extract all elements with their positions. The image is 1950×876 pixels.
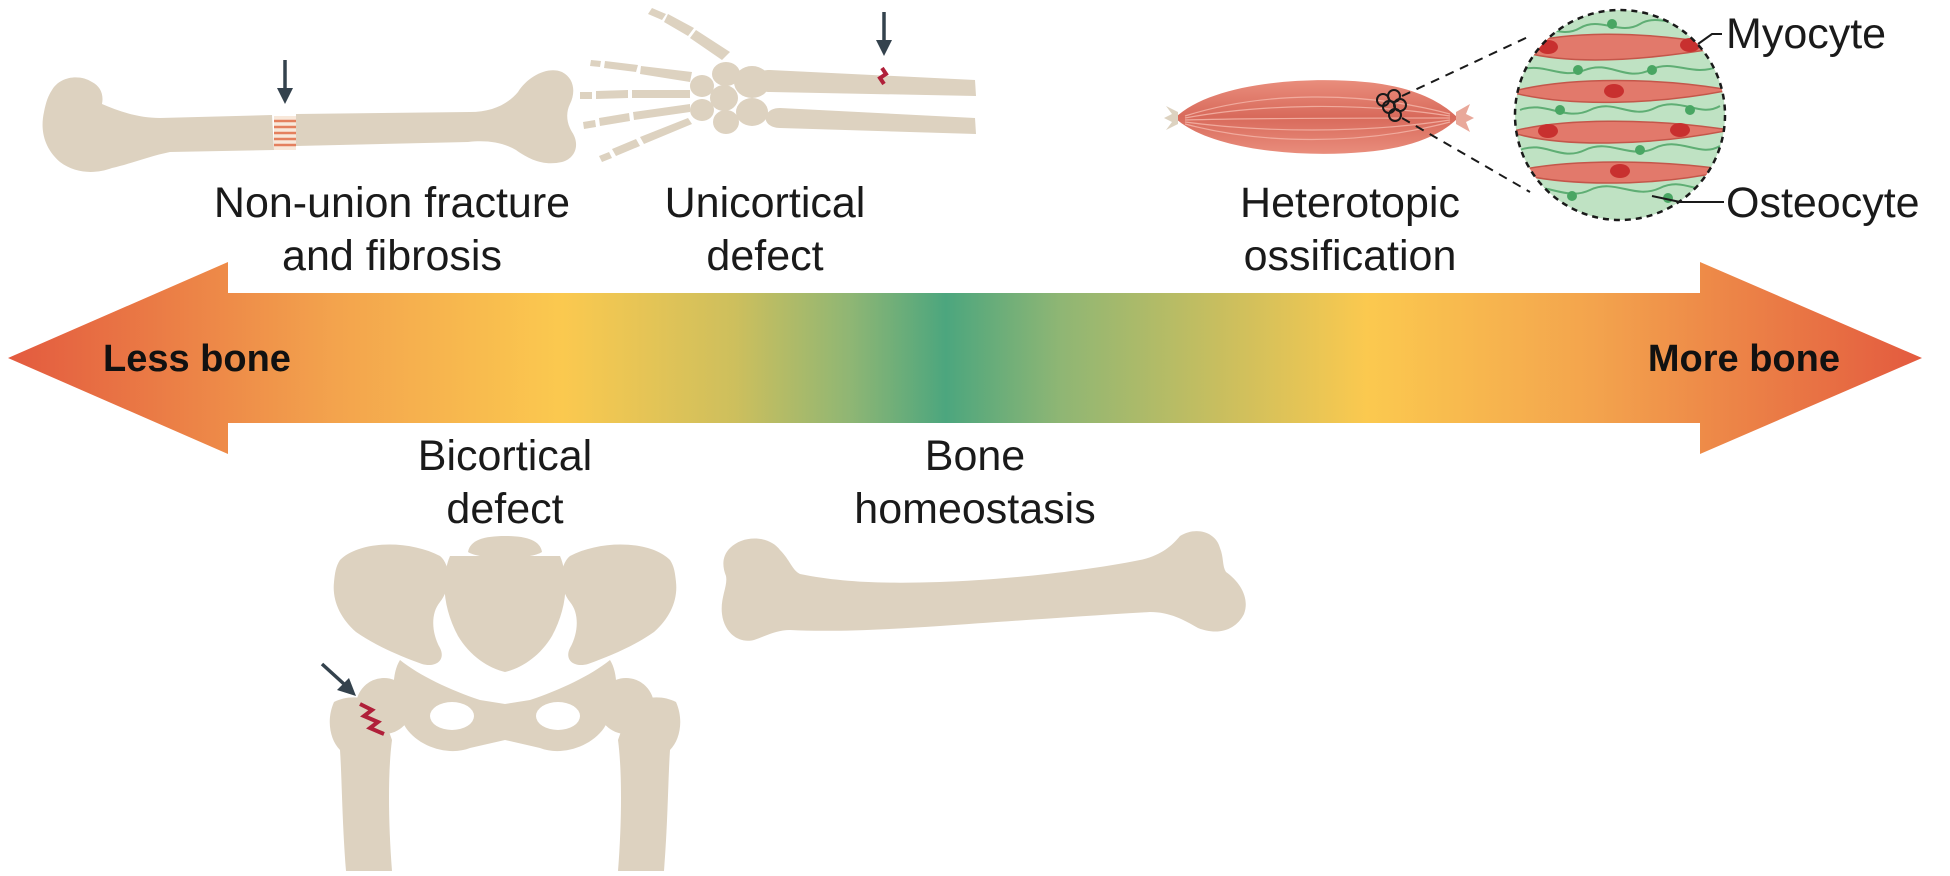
left-obturator-foramen bbox=[430, 702, 474, 730]
homeostasis-label-line2: homeostasis bbox=[854, 485, 1095, 533]
more-bone-label: More bone bbox=[1648, 338, 1840, 380]
bicortical-pointer-arrow bbox=[320, 662, 356, 696]
hand-forearm-illustration bbox=[580, 8, 976, 162]
myocyte-label: Myocyte bbox=[1726, 10, 1886, 58]
bicortical-label-line2: defect bbox=[446, 485, 563, 533]
muscle-tendon-left bbox=[1164, 106, 1178, 130]
myocyte-cells bbox=[1515, 33, 1725, 184]
fracture-pointer-arrow bbox=[277, 60, 293, 104]
zoom-line-bottom bbox=[1401, 117, 1531, 193]
right-obturator-foramen bbox=[536, 702, 580, 730]
muscle-belly bbox=[1175, 80, 1458, 154]
radius-bone bbox=[753, 70, 976, 96]
fracture-gap bbox=[274, 116, 296, 150]
unicortical-label-line2: defect bbox=[706, 232, 823, 280]
heterotopic-label-line1: Heterotopic bbox=[1240, 179, 1460, 227]
nonunion-femur-illustration bbox=[42, 60, 577, 172]
less-bone-label: Less bone bbox=[103, 338, 291, 380]
ulna-bone bbox=[765, 108, 976, 134]
right-ilium bbox=[561, 544, 677, 666]
muscle-fibers bbox=[1184, 96, 1451, 141]
unicortical-label-line1: Unicortical bbox=[665, 179, 866, 227]
spectrum-arrow: Less bone More bone bbox=[8, 262, 1922, 454]
femur-left-fragment bbox=[42, 77, 274, 172]
carpal-bones bbox=[690, 62, 770, 134]
homeostasis-label-line1: Bone bbox=[925, 432, 1025, 480]
osteocyte-leader bbox=[1651, 195, 1724, 203]
unicortical-pointer-arrow bbox=[876, 12, 892, 56]
right-femur-shaft bbox=[618, 697, 681, 871]
osteocyte-label: Osteocyte bbox=[1726, 179, 1920, 227]
spectrum-bar bbox=[8, 262, 1922, 454]
sacrum bbox=[444, 556, 566, 672]
spinous-process bbox=[490, 544, 520, 560]
bicortical-crack bbox=[359, 702, 385, 736]
myocyte-leader bbox=[1697, 33, 1722, 45]
zoom-line-top bbox=[1401, 35, 1531, 97]
heterotopic-label-line2: ossification bbox=[1244, 232, 1457, 280]
femur-right-fragment bbox=[296, 70, 577, 164]
tissue-inset bbox=[1513, 8, 1727, 222]
unicortical-crack bbox=[877, 66, 889, 86]
nonunion-label-line2: and fibrosis bbox=[282, 232, 502, 280]
nonunion-label-line1: Non-union fracture bbox=[214, 179, 570, 227]
inset-border bbox=[1513, 8, 1727, 222]
left-femur-shaft bbox=[329, 697, 392, 871]
thumb-bones bbox=[648, 8, 730, 60]
osteocyte-cells bbox=[1555, 19, 1695, 203]
healthy-femur bbox=[721, 531, 1246, 641]
bicortical-label-line1: Bicortical bbox=[418, 432, 592, 480]
left-ilium bbox=[333, 544, 449, 666]
muscle-tendon-right bbox=[1456, 104, 1474, 132]
finger-bones bbox=[580, 60, 692, 162]
ossification-nodule bbox=[1376, 89, 1407, 122]
muscle-illustration bbox=[1164, 35, 1531, 193]
healthy-femur-illustration bbox=[721, 531, 1246, 641]
pubic-region bbox=[393, 660, 617, 752]
pelvis-illustration bbox=[320, 536, 681, 871]
